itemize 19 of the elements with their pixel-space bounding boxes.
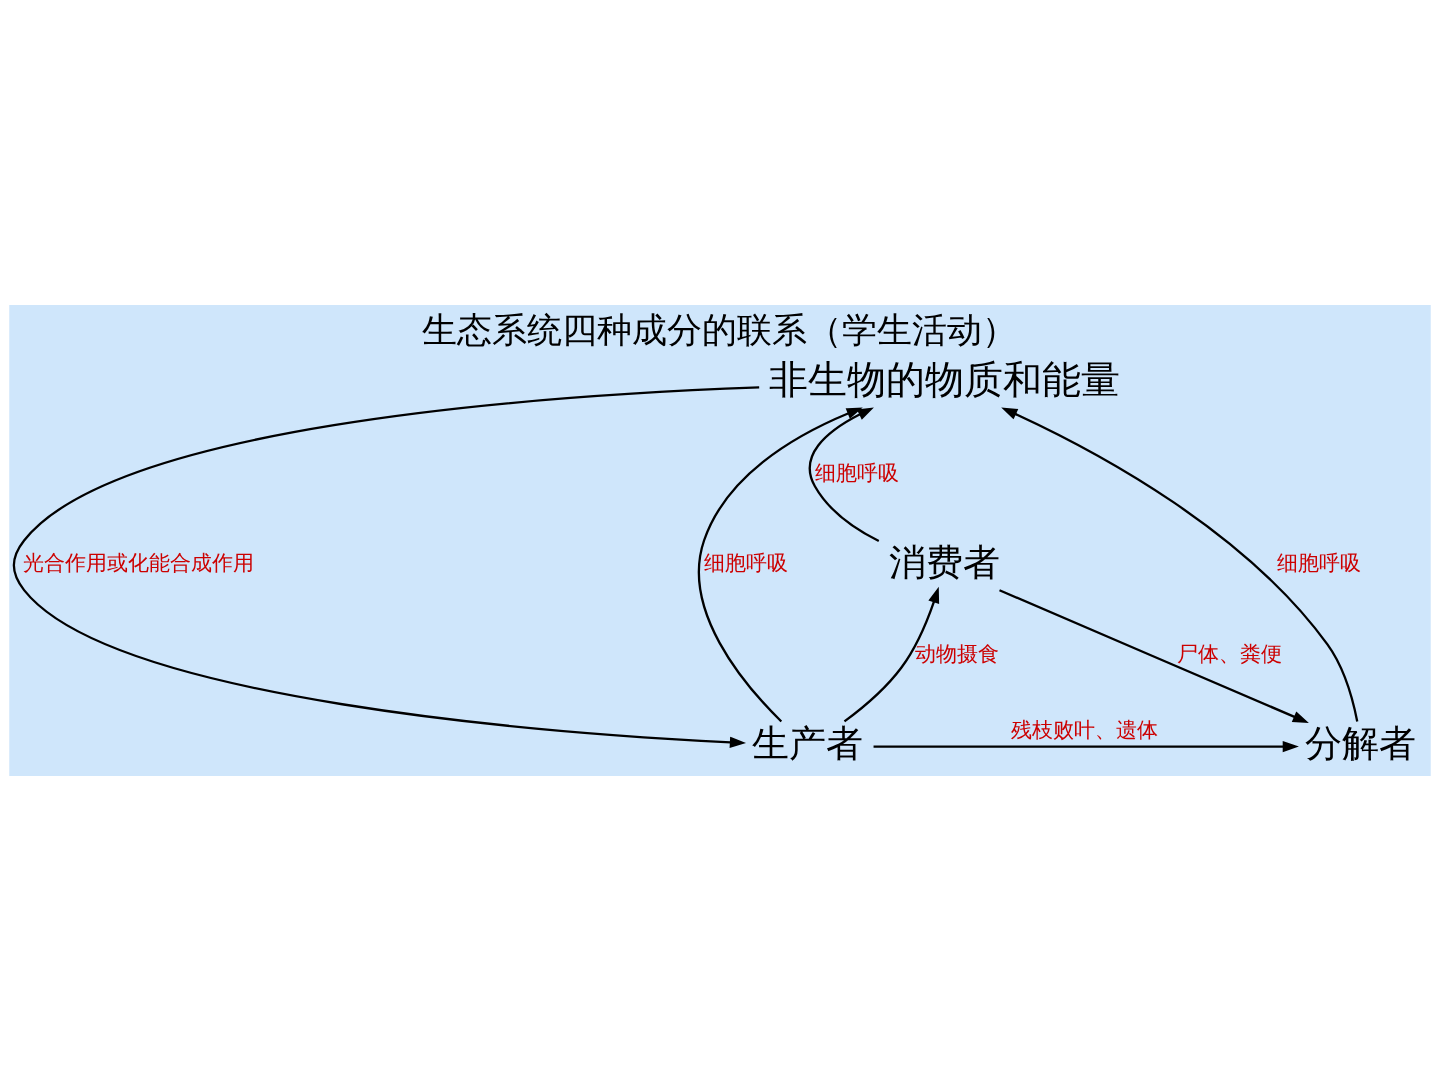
arrow: [13, 385, 760, 748]
arrow: [999, 588, 1309, 723]
edge-label: 细胞呼吸: [704, 550, 789, 575]
arrow: [1001, 407, 1359, 722]
edge-label: 尸体、粪便: [1177, 641, 1283, 666]
node-text: 消费者: [888, 540, 1000, 584]
node-text: 非生物的物质和能量: [768, 356, 1120, 402]
diagram-title: 生态系统四种成分的联系（学生活动）: [422, 309, 1018, 350]
node-text: 分解者: [1305, 721, 1417, 765]
node-text: 生产者: [752, 721, 864, 765]
edge-label: 动物摄食: [915, 641, 1000, 666]
edge-label: 细胞呼吸: [815, 460, 900, 485]
edge-label: 残枝败叶、遗体: [1010, 717, 1158, 742]
arrow: [873, 740, 1299, 752]
arrow: [808, 407, 880, 542]
arrow: [697, 407, 863, 722]
edge-label: 光合作用或化能合成作用: [23, 550, 255, 575]
edge-label: 细胞呼吸: [1276, 550, 1361, 575]
arrow: [843, 586, 940, 722]
